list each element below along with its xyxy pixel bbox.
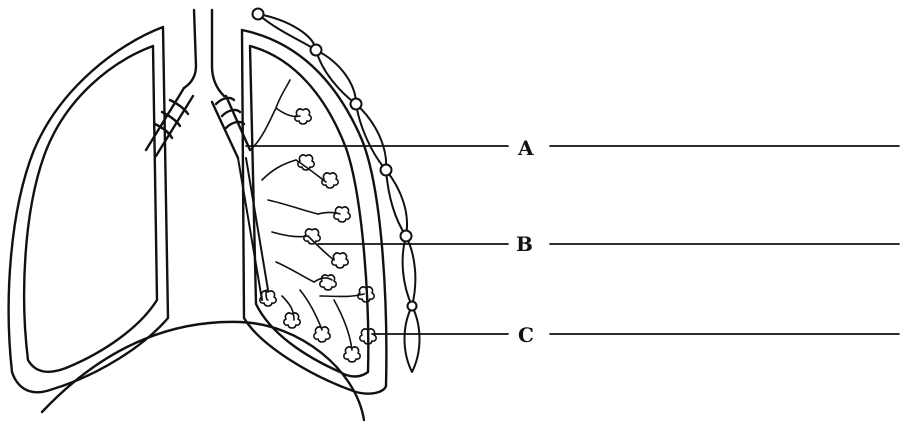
lymph-node xyxy=(408,302,417,311)
trachea xyxy=(184,10,224,96)
label-c: C xyxy=(518,325,534,345)
alveolus xyxy=(284,313,300,328)
diaphragm xyxy=(42,322,364,420)
lymph-node xyxy=(311,45,322,56)
lymph-chain xyxy=(253,9,420,373)
lymph-node xyxy=(401,231,412,242)
lymph-node xyxy=(253,9,264,20)
alveolus xyxy=(334,207,350,222)
lymph-node xyxy=(381,165,392,176)
left-lung xyxy=(9,27,168,392)
alveolus xyxy=(320,275,336,290)
label-a: A xyxy=(518,138,534,158)
right-lung xyxy=(242,30,386,394)
lymph-node xyxy=(351,99,362,110)
right-bronchus xyxy=(212,96,268,300)
pointer-lines xyxy=(246,146,508,334)
answer-blanks xyxy=(550,146,899,334)
label-b: B xyxy=(516,234,533,254)
alveoli xyxy=(260,109,376,362)
